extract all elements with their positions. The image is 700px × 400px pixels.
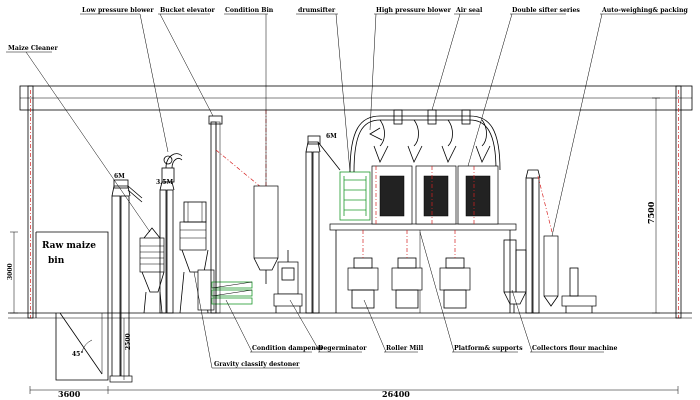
dim-left-span: 3600	[58, 389, 81, 399]
raw-maize-bin-label-2: bin	[48, 256, 65, 266]
bucket-elevator-right	[525, 169, 553, 314]
raw-maize-bin-label-1: Raw maize	[42, 241, 96, 251]
condition-bin	[253, 110, 279, 284]
dim-building-height: 7500	[646, 201, 656, 224]
label-air-seal: Air seal	[455, 7, 483, 14]
label-drum-sifter: drumsifter	[298, 7, 336, 14]
condition-dampener	[197, 269, 253, 311]
label-collectors-flour-machine: Collectors flour machine	[532, 345, 618, 352]
label-condition-bin: Condition Bin	[225, 7, 274, 14]
label-bucket-elevator: Bucket elevator	[160, 7, 216, 14]
elevator-middle-height: 3.5M	[156, 179, 173, 186]
roller-mills	[347, 230, 471, 309]
label-degerminator: Degerminator	[318, 345, 367, 352]
callouts-bottom: Condition dampener Degerminator Roller M…	[193, 231, 618, 369]
elevator-right-mid-height: 6M	[326, 133, 337, 140]
label-condition-dampener: Condition dampener	[252, 345, 324, 352]
label-low-pressure-blower: Low pressure blower	[82, 7, 154, 14]
degerminator	[273, 250, 303, 313]
dim-total-span: 26400	[382, 389, 410, 399]
pneumatic-pipes	[349, 109, 501, 173]
dimensions: 3000 2500 7500 3600 26400	[7, 97, 679, 399]
dim-bin-height: 3000	[7, 263, 14, 280]
raw-maize-bin: Raw maize bin 45°	[35, 231, 109, 381]
bucket-elevator-right-mid: 6M	[305, 133, 341, 314]
elevator-left-height: 6M	[114, 173, 125, 180]
label-platform-supports: Platform& supports	[454, 345, 523, 352]
label-roller-mill: Roller Mill	[386, 345, 424, 352]
dim-pit-depth: 2500	[125, 333, 132, 350]
label-double-sifter-series: Double sifter series	[512, 7, 580, 14]
drum-sifter	[339, 171, 371, 221]
callouts-top: Low pressure blower Bucket elevator Cond…	[6, 7, 688, 237]
label-auto-weighing-packing: Auto-weighing& packing	[601, 7, 688, 14]
hopper-angle-label: 45°	[72, 351, 83, 358]
auto-weighing-packing	[543, 235, 597, 313]
collectors-flour-machine	[503, 239, 527, 313]
bucket-elevator-middle: 3.5M	[156, 153, 183, 314]
building-frame	[8, 85, 693, 319]
label-maize-cleaner: Maize Cleaner	[8, 45, 58, 52]
label-high-pressure-blower: High pressure blower	[376, 7, 452, 14]
double-sifter-series	[371, 165, 499, 225]
bucket-elevator-tall	[208, 115, 263, 314]
label-gravity-destoner: Gravity classify destoner	[214, 361, 300, 368]
